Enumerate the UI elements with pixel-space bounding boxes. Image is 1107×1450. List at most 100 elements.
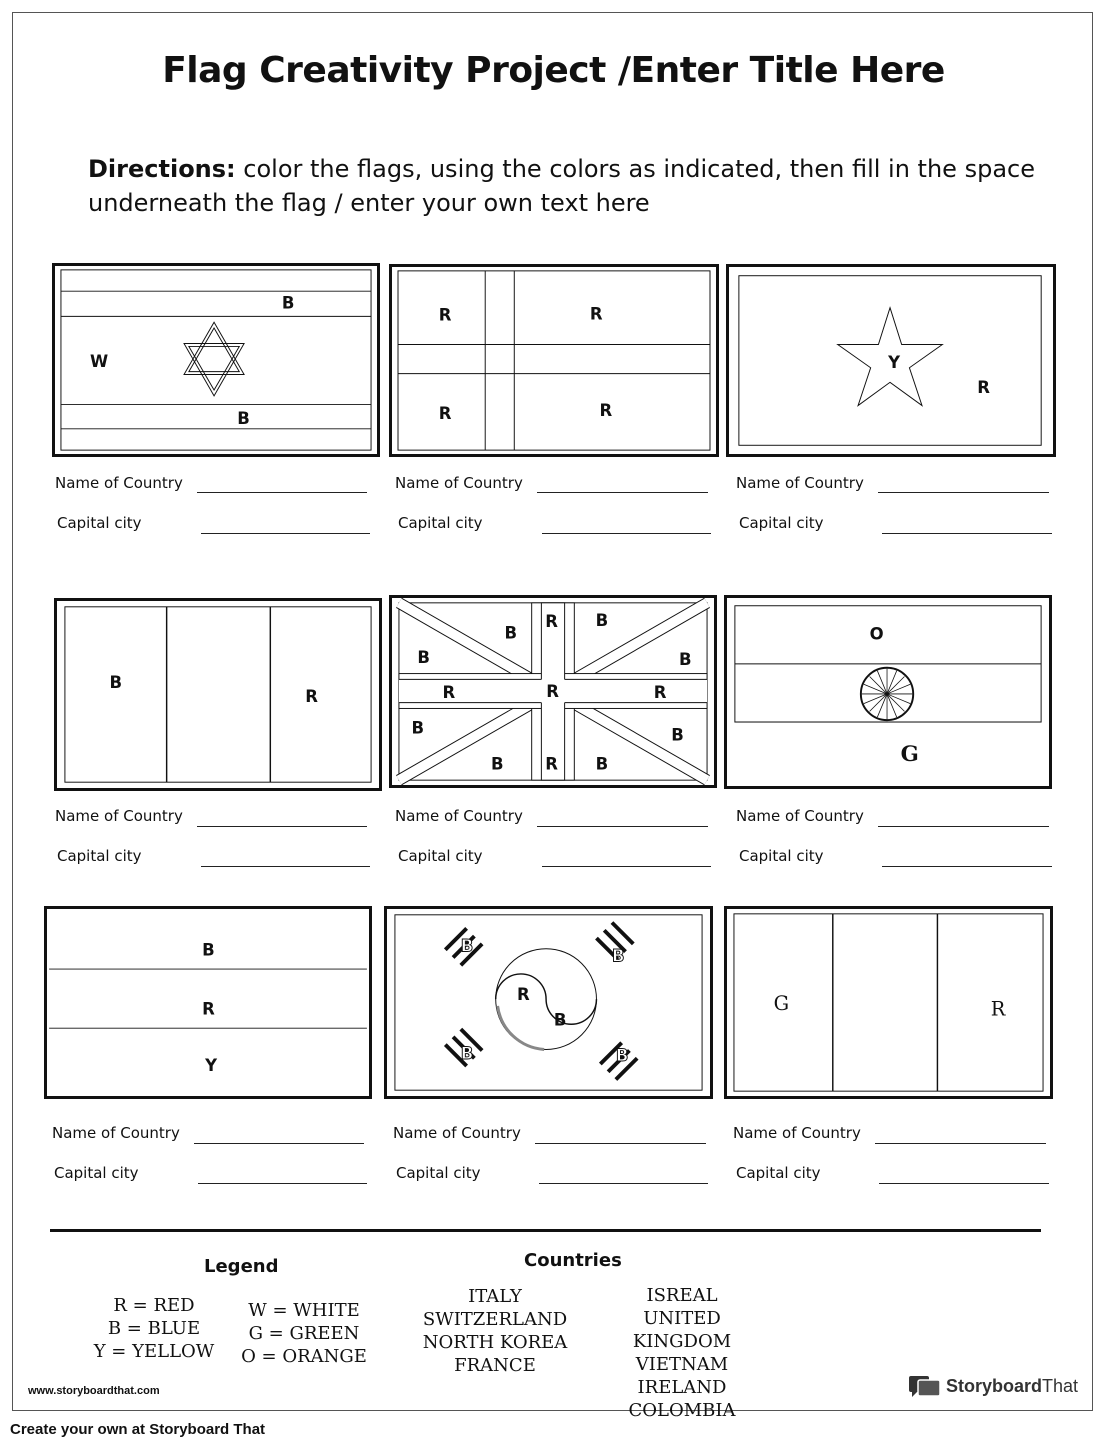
country-item: SWITZERLAND	[422, 1309, 568, 1330]
country-answer-line[interactable]	[537, 826, 708, 827]
country-field: Name of Country	[55, 807, 183, 825]
flag-colombia: B R Y	[44, 906, 372, 1099]
flag-letter: W	[90, 352, 108, 371]
legend-column-1: R = RED B = BLUE Y = YELLOW	[92, 1294, 216, 1363]
flag-letter: B	[679, 650, 692, 669]
country-answer-line[interactable]	[197, 826, 367, 827]
create-your-own-link[interactable]: Create your own at Storyboard That	[10, 1421, 266, 1438]
flag-letter: B	[554, 1010, 567, 1029]
country-field: Name of Country	[733, 1124, 861, 1142]
country-answer-line[interactable]	[875, 1143, 1046, 1144]
footer-url[interactable]: www.storyboardthat.com	[28, 1385, 160, 1397]
flag-letter: O	[870, 625, 884, 644]
flag-letter: B	[417, 648, 430, 667]
directions: Directions: color the flags, using the c…	[88, 152, 1048, 220]
flag-letter: G	[774, 992, 789, 1015]
flag-denmark: R R R R	[389, 264, 719, 457]
capital-label: Capital city	[396, 1164, 481, 1182]
brand-name-storyboard: Storyboard	[946, 1375, 1043, 1396]
country-label: Name of Country	[55, 807, 183, 825]
capital-answer-line[interactable]	[542, 866, 711, 867]
flag-letter: R	[600, 401, 613, 420]
flag-letter: R	[439, 305, 452, 324]
flag-letter: R	[991, 998, 1007, 1021]
capital-field: Capital city	[57, 514, 142, 532]
legend-item: Y = YELLOW	[93, 1341, 215, 1362]
flag-letter: B	[671, 725, 684, 744]
country-field: Name of Country	[393, 1124, 521, 1142]
capital-field: Capital city	[57, 847, 142, 865]
flag-letter: G	[901, 742, 919, 767]
section-divider	[50, 1229, 1041, 1232]
directions-label: Directions:	[88, 155, 236, 183]
flag-letter: R	[443, 683, 456, 702]
flag-letter: B	[616, 1046, 629, 1065]
capital-answer-line[interactable]	[879, 1183, 1049, 1184]
flag-letter: B	[109, 673, 122, 692]
flag-ireland: G R	[724, 906, 1053, 1099]
flag-letter: B	[461, 937, 474, 956]
legend-item: W = WHITE	[248, 1300, 360, 1321]
flag-france: B R	[54, 598, 382, 791]
capital-answer-line[interactable]	[882, 533, 1052, 534]
country-item: UNITED KINGDOM	[632, 1308, 732, 1352]
flag-letter: R	[590, 304, 603, 323]
flag-letter: B	[237, 409, 250, 428]
countries-column-2: ISREAL UNITED KINGDOM VIETNAM IRELAND CO…	[592, 1284, 772, 1422]
flag-letter: R	[654, 683, 667, 702]
country-item: IRELAND	[637, 1377, 727, 1398]
country-label: Name of Country	[55, 474, 183, 492]
country-field: Name of Country	[52, 1124, 180, 1142]
capital-answer-line[interactable]	[882, 866, 1052, 867]
country-answer-line[interactable]	[194, 1143, 364, 1144]
country-label: Name of Country	[736, 807, 864, 825]
capital-answer-line[interactable]	[542, 533, 711, 534]
country-answer-line[interactable]	[197, 492, 367, 493]
flag-letter: B	[282, 294, 295, 313]
country-field: Name of Country	[736, 807, 864, 825]
flag-letter: R	[202, 1000, 215, 1019]
trigram-top-right	[595, 921, 635, 961]
flag-letter: B	[612, 946, 625, 965]
directions-text: color the flags, using the colors as ind…	[88, 155, 1035, 217]
capital-label: Capital city	[57, 514, 142, 532]
capital-field: Capital city	[739, 847, 824, 865]
capital-answer-line[interactable]	[198, 1183, 367, 1184]
worksheet-page	[12, 12, 1093, 1411]
legend-item: B = BLUE	[107, 1318, 201, 1339]
flag-letter: Y	[204, 1056, 218, 1075]
capital-field: Capital city	[398, 514, 483, 532]
country-answer-line[interactable]	[878, 826, 1049, 827]
chakra-spokes	[861, 668, 913, 720]
flag-letter: R	[439, 404, 452, 423]
capital-answer-line[interactable]	[201, 533, 370, 534]
storyboardthat-logo[interactable]: StoryboardThat	[908, 1374, 1078, 1398]
capital-field: Capital city	[736, 1164, 821, 1182]
storyboard-logo-icon	[909, 1376, 941, 1397]
flag-letter: R	[545, 612, 558, 631]
country-item: FRANCE	[454, 1355, 536, 1376]
capital-label: Capital city	[739, 847, 824, 865]
flag-letter: B	[491, 754, 504, 773]
capital-answer-line[interactable]	[539, 1183, 708, 1184]
country-answer-line[interactable]	[537, 492, 708, 493]
flag-israel: B W B	[52, 263, 380, 457]
flag-letter: B	[505, 624, 518, 643]
flag-letter: R	[546, 682, 559, 701]
country-item: COLOMBIA	[628, 1400, 736, 1421]
country-answer-line[interactable]	[878, 492, 1049, 493]
country-label: Name of Country	[733, 1124, 861, 1142]
capital-label: Capital city	[739, 514, 824, 532]
capital-field: Capital city	[54, 1164, 139, 1182]
country-item: VIETNAM	[635, 1354, 729, 1375]
flag-letter: B	[596, 754, 609, 773]
capital-label: Capital city	[54, 1164, 139, 1182]
capital-answer-line[interactable]	[201, 866, 370, 867]
legend-title: Legend	[204, 1256, 279, 1277]
country-answer-line[interactable]	[535, 1143, 706, 1144]
country-field: Name of Country	[395, 807, 523, 825]
flag-letter: R	[545, 754, 558, 773]
flag-letter: R	[305, 687, 318, 706]
country-field: Name of Country	[736, 474, 864, 492]
trigram-bottom-left	[443, 1027, 484, 1068]
